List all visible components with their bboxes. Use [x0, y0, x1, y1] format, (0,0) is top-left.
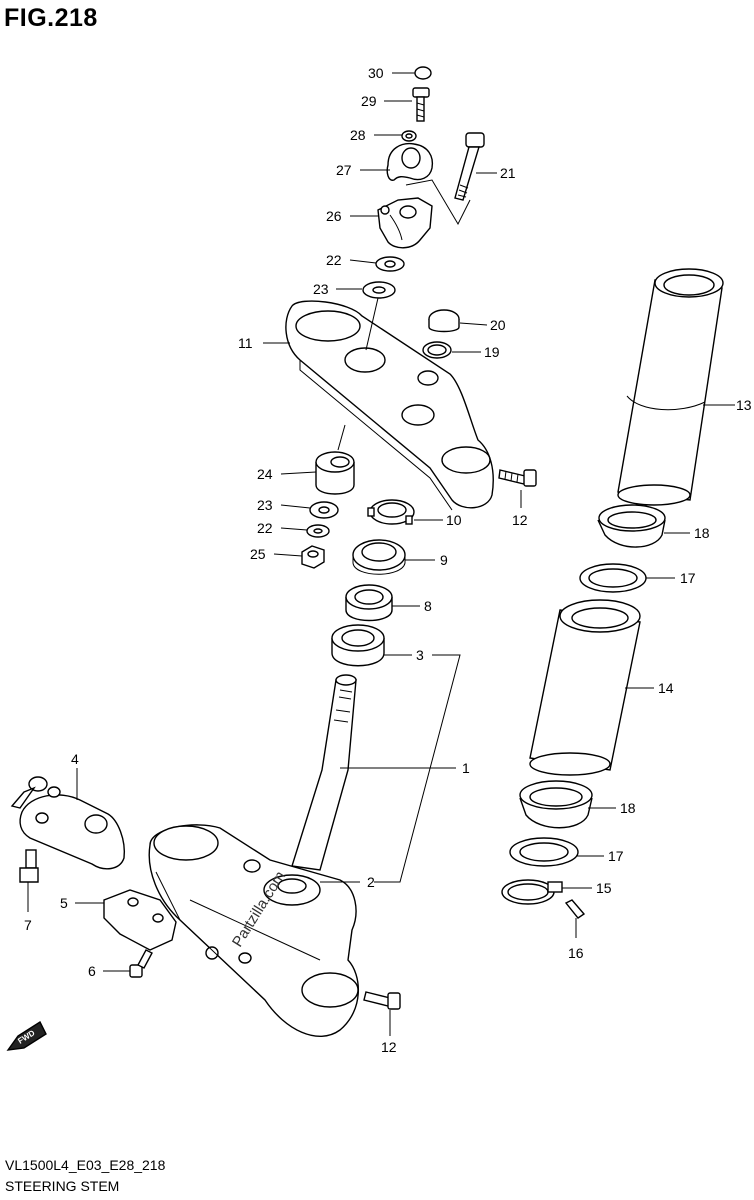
callout-6[interactable]: 6	[88, 963, 96, 979]
callout-23-lower[interactable]: 23	[257, 497, 273, 513]
callout-30[interactable]: 30	[368, 65, 384, 81]
callout-12-lower[interactable]: 12	[381, 1039, 397, 1055]
callout-20[interactable]: 20	[490, 317, 506, 333]
callout-22-lower[interactable]: 22	[257, 520, 273, 536]
part-4-ignition-bracket[interactable]	[19, 794, 125, 870]
callout-15[interactable]: 15	[596, 880, 612, 896]
part-27-clamp-upper[interactable]	[386, 142, 434, 181]
callout-19[interactable]: 19	[484, 344, 500, 360]
callout-21[interactable]: 21	[500, 165, 516, 181]
part-20-cap[interactable]	[428, 309, 460, 333]
callout-13[interactable]: 13	[736, 397, 752, 413]
part-26-clamp-lower[interactable]	[377, 197, 433, 249]
part-23-washer-lower[interactable]	[309, 501, 339, 519]
part-7-bolt[interactable]	[19, 849, 39, 883]
part-15-clamp-band[interactable]	[501, 879, 563, 905]
part-12-bolt-lower[interactable]	[363, 991, 401, 1010]
figure-title: FIG.218	[4, 4, 98, 32]
callout-9[interactable]: 9	[440, 552, 448, 568]
part-10-stem-nut[interactable]	[367, 499, 415, 525]
callout-12-upper[interactable]: 12	[512, 512, 528, 528]
part-14-lower-cover[interactable]	[529, 599, 641, 776]
callout-17-lower[interactable]: 17	[608, 848, 624, 864]
part-6-bolt[interactable]	[129, 949, 153, 978]
part-30-cap[interactable]	[414, 66, 432, 80]
callout-1[interactable]: 1	[462, 760, 470, 776]
part-13-upper-cover[interactable]	[617, 268, 724, 506]
callout-16[interactable]: 16	[568, 945, 584, 961]
part-22-washer-lower[interactable]	[306, 524, 330, 538]
part-9-dust-seal[interactable]	[352, 539, 406, 575]
part-16-screw[interactable]	[564, 899, 586, 919]
part-28-washer[interactable]	[401, 130, 417, 142]
part-12-bolt-upper[interactable]	[498, 469, 537, 487]
part-17-seat-upper[interactable]	[579, 563, 647, 593]
part-24-spacer[interactable]	[315, 451, 355, 495]
part-29-bolt[interactable]	[412, 87, 430, 122]
figure-name: STEERING STEM	[5, 1178, 120, 1194]
callout-11[interactable]: 11	[238, 335, 253, 351]
callout-24[interactable]: 24	[257, 466, 273, 482]
callout-3[interactable]: 3	[416, 647, 424, 663]
part-2-lower-bracket[interactable]	[148, 824, 359, 1037]
callout-18-upper[interactable]: 18	[694, 525, 710, 541]
callout-26[interactable]: 26	[326, 208, 342, 224]
callout-18-lower[interactable]: 18	[620, 800, 636, 816]
callout-25[interactable]: 25	[250, 546, 266, 562]
part-21-bolt-long[interactable]	[454, 132, 485, 201]
callout-17-upper[interactable]: 17	[680, 570, 696, 586]
callout-29[interactable]: 29	[361, 93, 377, 109]
callout-10[interactable]: 10	[446, 512, 462, 528]
part-8-bearing-upper[interactable]	[345, 584, 393, 622]
part-17-seat-lower[interactable]	[509, 837, 579, 867]
callout-14[interactable]: 14	[658, 680, 674, 696]
callout-5[interactable]: 5	[60, 895, 68, 911]
part-22-washer-top[interactable]	[375, 256, 405, 272]
part-18-cover-cushion-lower[interactable]	[519, 780, 593, 829]
callout-23-upper[interactable]: 23	[313, 281, 329, 297]
part-5-clamp-lower[interactable]	[103, 889, 177, 951]
part-18-cover-cushion-upper[interactable]	[597, 504, 666, 548]
callout-22-upper[interactable]: 22	[326, 252, 342, 268]
part-11-upper-bracket[interactable]	[285, 300, 494, 511]
part-19-washer[interactable]	[422, 341, 452, 359]
callout-8[interactable]: 8	[424, 598, 432, 614]
callout-2[interactable]: 2	[367, 874, 375, 890]
part-23-washer-top[interactable]	[362, 281, 396, 299]
forward-direction-arrow-icon: FWD	[6, 1020, 47, 1051]
callout-27[interactable]: 27	[336, 162, 352, 178]
part-1-steering-stem[interactable]	[291, 674, 357, 871]
callout-28[interactable]: 28	[350, 127, 366, 143]
part-25-nut[interactable]	[301, 545, 325, 569]
part-3-bearing-lower[interactable]	[331, 624, 385, 667]
callout-4[interactable]: 4	[71, 751, 79, 767]
callout-7[interactable]: 7	[24, 917, 32, 933]
key-icon	[10, 776, 61, 809]
figure-code: VL1500L4_E03_E28_218	[5, 1157, 166, 1173]
